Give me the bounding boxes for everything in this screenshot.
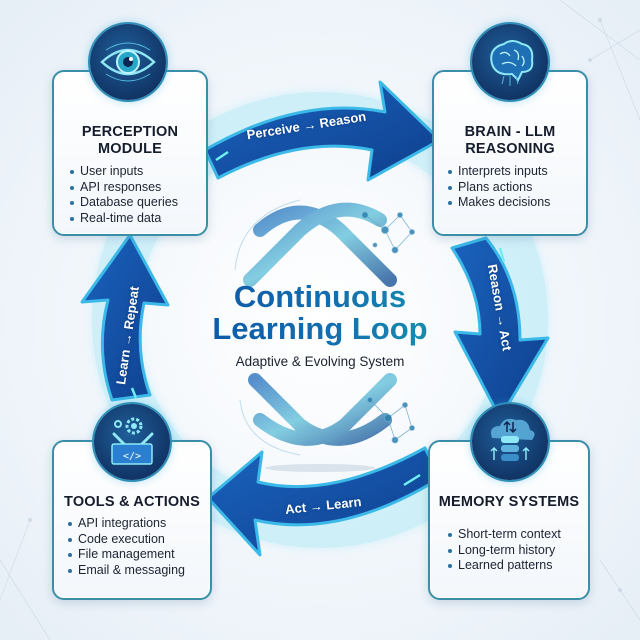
- list-item: Database queries: [68, 195, 178, 211]
- list-item: Interprets inputs: [446, 164, 550, 180]
- list-item: User inputs: [68, 164, 178, 180]
- list-item: File management: [66, 547, 185, 563]
- list-item: Makes decisions: [446, 195, 550, 211]
- eye-icon: [90, 24, 166, 100]
- list-item: Long-term history: [446, 543, 561, 559]
- card-title-brain-1: BRAIN - LLM: [464, 124, 556, 140]
- card-title-perception-2: MODULE: [97, 141, 163, 157]
- main-title-line1: Continuous: [150, 280, 490, 314]
- card-list-perception: User inputs API responses Database queri…: [68, 164, 178, 226]
- card-list-brain: Interprets inputs Plans actions Makes de…: [446, 164, 550, 211]
- list-item: API responses: [68, 180, 178, 196]
- subtitle: Adaptive & Evolving System: [235, 354, 405, 369]
- toolbox-icon: </>: [94, 404, 170, 480]
- main-title-line2: Learning Loop: [150, 312, 490, 346]
- card-list-tools: API integrations Code execution File man…: [66, 516, 185, 578]
- list-item: Learned patterns: [446, 558, 561, 574]
- list-item: API integrations: [66, 516, 185, 532]
- list-item: Plans actions: [446, 180, 550, 196]
- card-list-memory: Short-term context Long-term history Lea…: [446, 527, 561, 574]
- list-item: Short-term context: [446, 527, 561, 543]
- svg-text:</>: </>: [123, 451, 141, 462]
- card-title-memory: MEMORY SYSTEMS: [438, 494, 580, 510]
- list-item: Real-time data: [68, 211, 178, 227]
- list-item: Code execution: [66, 532, 185, 548]
- network-nodes-top: [361, 211, 415, 254]
- database-cloud-icon: [472, 404, 548, 480]
- card-title-perception-1: PERCEPTION: [81, 124, 179, 140]
- card-memory: MEMORY SYSTEMS Short-term context Long-t…: [428, 440, 590, 600]
- brain-icon: [472, 24, 548, 100]
- network-nodes-bottom: [367, 397, 415, 444]
- card-title-brain-2: REASONING: [465, 141, 555, 157]
- list-item: Email & messaging: [66, 563, 185, 579]
- card-title-tools: TOOLS & ACTIONS: [64, 494, 200, 510]
